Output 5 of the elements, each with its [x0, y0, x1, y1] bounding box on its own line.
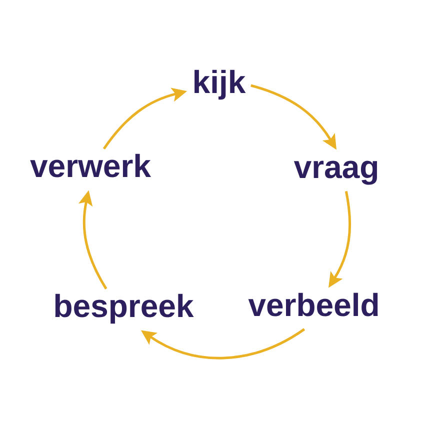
stage-word: verbeeld — [248, 292, 378, 316]
stage-word: vraag — [294, 160, 378, 185]
stage-word: kijk — [194, 70, 246, 100]
stage-word: bespreek — [55, 294, 194, 324]
stage-word: verwerk — [30, 154, 151, 178]
